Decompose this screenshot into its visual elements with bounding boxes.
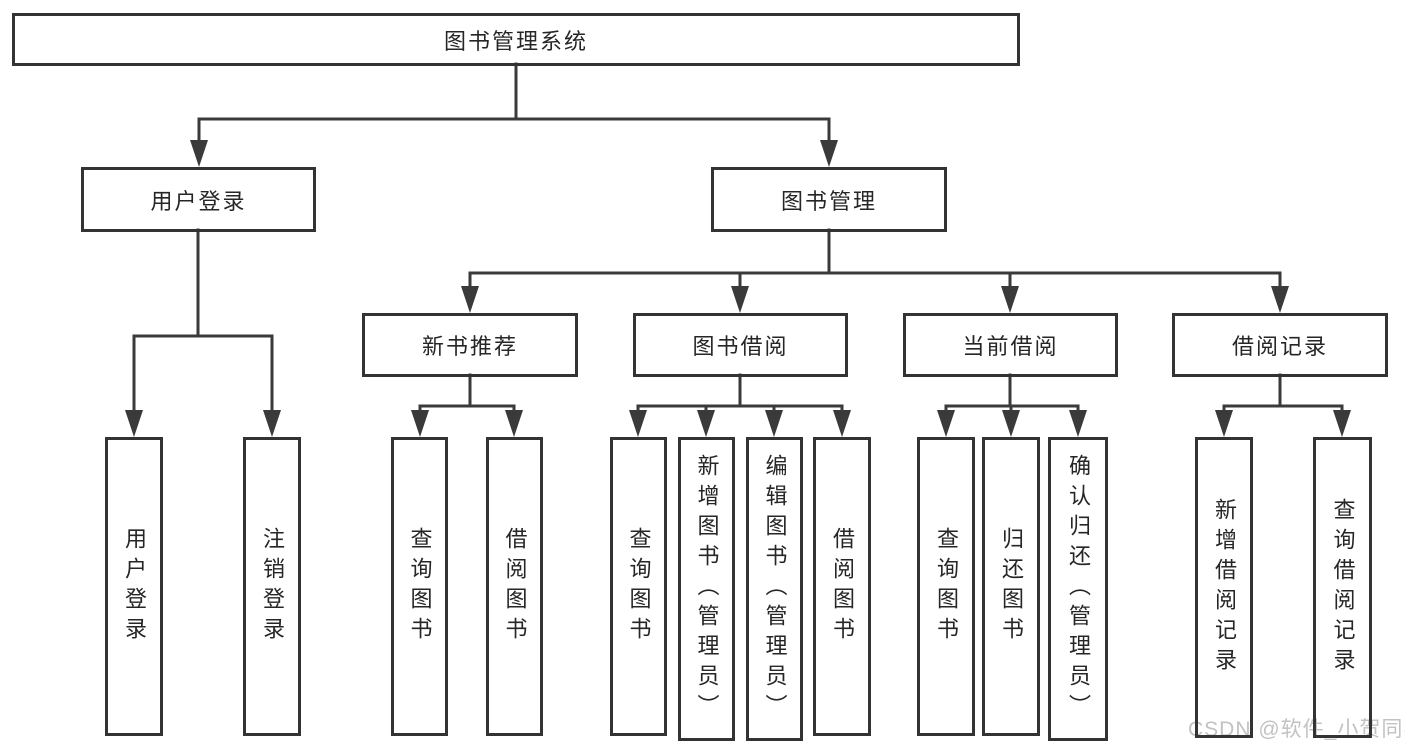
node-user-login: 用户登录 <box>81 167 316 232</box>
node-new-book-recommend: 新书推荐 <box>362 313 578 377</box>
leaf-borrow-query-book: 查询图书 <box>610 437 667 736</box>
node-label: 查询图书 <box>407 526 433 647</box>
node-label: 查询借阅记录 <box>1330 497 1356 678</box>
node-label: 借阅图书 <box>502 526 528 647</box>
node-label: 借阅图书 <box>830 526 855 647</box>
node-label: 用户登录 <box>150 188 247 214</box>
node-label: 图书借阅 <box>692 334 789 359</box>
node-book-management: 图书管理 <box>711 167 947 232</box>
node-label: 新增图书（管理员） <box>694 454 720 724</box>
node-label: 编辑图书（管理员） <box>762 454 788 724</box>
arrowheads <box>125 140 1351 437</box>
leaf-confirm-return-admin: 确认归还（管理员） <box>1048 437 1108 741</box>
leaf-return-book: 归还图书 <box>982 437 1040 736</box>
node-label: 图书管理 <box>780 188 877 214</box>
leaf-logout: 注销登录 <box>243 437 301 736</box>
node-label: 确认归还（管理员） <box>1066 454 1091 724</box>
node-label: 用户登录 <box>122 526 147 647</box>
node-label: 查询图书 <box>934 526 959 647</box>
node-label: 新增借阅记录 <box>1212 497 1237 678</box>
leaf-current-query-book: 查询图书 <box>917 437 975 736</box>
leaf-edit-book-admin: 编辑图书（管理员） <box>746 437 803 741</box>
node-root: 图书管理系统 <box>12 13 1020 66</box>
leaf-user-login: 用户登录 <box>105 437 163 736</box>
leaf-borrow-borrow-book: 借阅图书 <box>813 437 871 736</box>
node-label: 当前借阅 <box>962 334 1059 359</box>
node-label: 注销登录 <box>260 526 285 647</box>
node-label: 查询图书 <box>626 526 652 647</box>
leaf-query-borrow-record: 查询借阅记录 <box>1313 437 1372 738</box>
node-book-borrow: 图书借阅 <box>633 313 848 377</box>
leaf-new-book-borrow-book: 借阅图书 <box>486 437 543 736</box>
leaf-add-borrow-record: 新增借阅记录 <box>1195 437 1253 738</box>
node-label: 新书推荐 <box>421 334 518 359</box>
node-label: 借阅记录 <box>1231 334 1328 359</box>
node-label: 图书管理系统 <box>443 28 588 54</box>
leaf-new-book-query-book: 查询图书 <box>391 437 448 736</box>
node-current-borrow: 当前借阅 <box>903 313 1118 377</box>
node-borrow-records: 借阅记录 <box>1172 313 1388 377</box>
leaf-add-book-admin: 新增图书（管理员） <box>678 437 735 741</box>
node-label: 归还图书 <box>999 526 1024 647</box>
